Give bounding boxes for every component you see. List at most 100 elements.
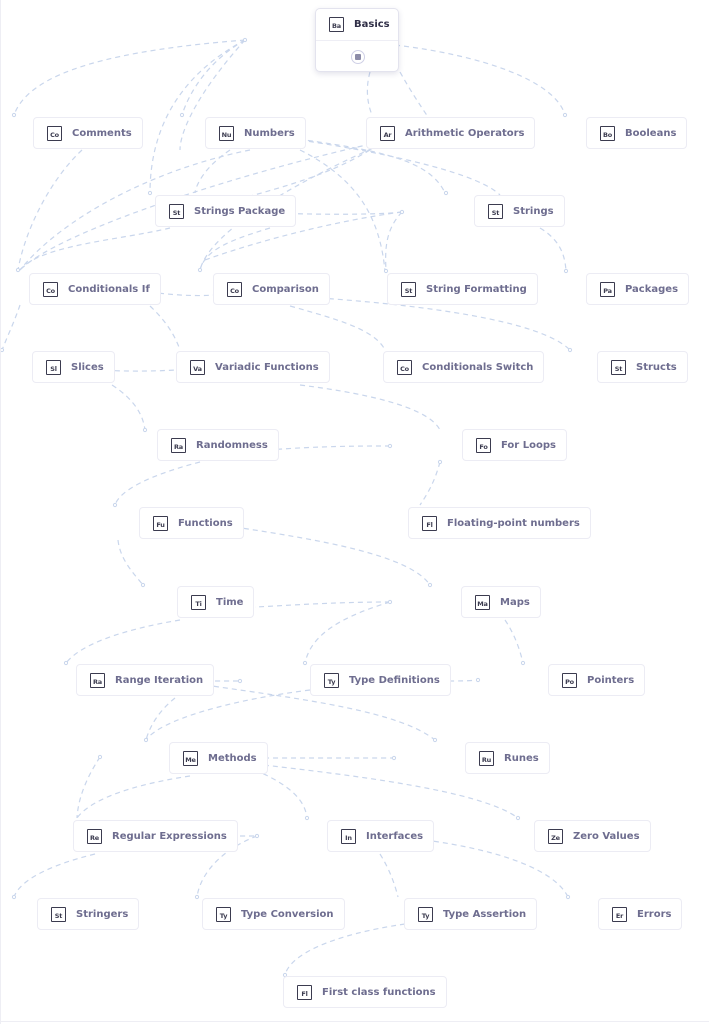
node-icon: Er <box>612 906 627 922</box>
connector-line <box>76 775 191 819</box>
node-icon: Co <box>43 281 58 297</box>
connector-endpoint <box>97 754 103 760</box>
node-label: Runes <box>504 752 539 764</box>
node-icon: Ze <box>548 828 563 844</box>
connector-line <box>379 853 399 898</box>
connector-line <box>17 149 83 271</box>
connector-line <box>284 923 406 976</box>
connector-line <box>299 384 441 431</box>
connector-line <box>145 697 176 741</box>
connector-line <box>319 297 571 351</box>
connector-line <box>394 44 566 116</box>
node-numbers[interactable]: Nu Numbers <box>205 117 306 149</box>
node-label: Slices <box>71 361 104 373</box>
node-randomness[interactable]: Ra Randomness <box>157 429 279 461</box>
node-icon: Re <box>87 828 102 844</box>
root-node-basics[interactable]: Ba Basics <box>315 8 399 72</box>
node-for-loops[interactable]: Fo For Loops <box>462 429 567 461</box>
connector-endpoint <box>565 894 571 900</box>
node-stringers[interactable]: St Stringers <box>37 898 140 930</box>
node-interfaces[interactable]: In Interfaces <box>327 820 435 852</box>
node-type-conversion[interactable]: Ty Type Conversion <box>202 898 345 930</box>
node-time[interactable]: Ti Time <box>177 586 255 618</box>
node-label: Regular Expressions <box>112 830 227 842</box>
connector-endpoint <box>237 678 243 684</box>
node-methods[interactable]: Me Methods <box>169 742 268 774</box>
node-icon: Ti <box>191 594 206 610</box>
connector-line <box>366 71 373 116</box>
node-icon: Ar <box>380 125 395 141</box>
connector-line <box>204 684 436 741</box>
node-packages[interactable]: Pa Packages <box>586 273 690 305</box>
connector-endpoint <box>11 894 17 900</box>
node-type-definitions[interactable]: Ty Type Definitions <box>310 664 451 696</box>
root-node-header: Ba Basics <box>316 9 398 41</box>
node-type-assertion[interactable]: Ty Type Assertion <box>404 898 538 930</box>
node-functions[interactable]: Fu Functions <box>139 507 244 539</box>
node-conditionals-if[interactable]: Co Conditionals If <box>29 273 161 305</box>
node-label: Comments <box>72 127 132 139</box>
node-label: Errors <box>637 908 672 920</box>
root-node-title: Basics <box>354 19 390 30</box>
node-label: Conditionals If <box>68 283 150 295</box>
node-runes[interactable]: Ru Runes <box>465 742 550 774</box>
node-label: Conditionals Switch <box>422 361 534 373</box>
node-icon: Sl <box>46 359 61 375</box>
node-comparison[interactable]: Co Comparison <box>213 273 330 305</box>
connector-line <box>299 149 386 272</box>
node-arithmetic-operators[interactable]: Ar Arithmetic Operators <box>366 117 536 149</box>
node-slices[interactable]: Sl Slices <box>32 351 115 383</box>
node-strings-package[interactable]: St Strings Package <box>155 195 297 227</box>
node-first-class-functions[interactable]: Fl First class functions <box>283 976 447 1008</box>
connector-endpoint <box>143 737 149 743</box>
connector-line <box>19 227 171 271</box>
node-icon: St <box>51 906 66 922</box>
connector-line <box>179 39 246 151</box>
node-icon: Ty <box>324 672 339 688</box>
connector-endpoint <box>142 427 148 433</box>
connector-endpoint <box>563 268 569 274</box>
node-icon: Co <box>227 281 242 297</box>
node-pointers[interactable]: Po Pointers <box>548 664 646 696</box>
node-strings[interactable]: St Strings <box>474 195 565 227</box>
node-icon: Va <box>190 359 205 375</box>
node-variadic-functions[interactable]: Va Variadic Functions <box>176 351 330 383</box>
node-icon: Fu <box>153 515 168 531</box>
connector-line <box>539 227 567 272</box>
connector-endpoint <box>387 443 393 449</box>
connector-endpoint <box>443 190 449 196</box>
node-comments[interactable]: Co Comments <box>33 117 143 149</box>
connector-endpoint <box>437 459 443 465</box>
node-icon: Fl <box>422 515 437 531</box>
connector-line <box>304 601 391 664</box>
connector-endpoint <box>11 112 17 118</box>
node-label: Strings Package <box>194 205 286 217</box>
connector-endpoint <box>515 815 521 821</box>
node-maps[interactable]: Ma Maps <box>461 586 541 618</box>
connector-line <box>261 211 403 215</box>
node-zero-values[interactable]: Ze Zero Values <box>534 820 651 852</box>
node-label: Type Definitions <box>349 674 440 686</box>
node-errors[interactable]: Er Errors <box>598 898 683 930</box>
connector-line <box>204 211 403 261</box>
node-range-iteration[interactable]: Ra Range Iteration <box>76 664 215 696</box>
node-icon: Po <box>562 672 577 688</box>
node-structs[interactable]: St Structs <box>597 351 688 383</box>
node-icon: Ma <box>475 594 490 610</box>
node-regular-expressions[interactable]: Re Regular Expressions <box>73 820 238 852</box>
node-booleans[interactable]: Bo Booleans <box>586 117 688 149</box>
node-floating-point-numbers[interactable]: Fl Floating-point numbers <box>408 507 591 539</box>
connector-line <box>13 853 96 898</box>
node-icon: Ty <box>216 906 231 922</box>
connector-line <box>254 763 519 819</box>
node-string-formatting[interactable]: St String Formatting <box>387 273 538 305</box>
connector-endpoint <box>567 347 573 353</box>
node-icon: Ty <box>418 906 433 922</box>
connector-line <box>76 756 101 819</box>
connection-handle[interactable] <box>351 50 365 64</box>
canvas-border-left <box>0 0 1 1024</box>
node-label: Packages <box>625 283 679 295</box>
node-label: Time <box>216 596 244 608</box>
node-conditionals-switch[interactable]: Co Conditionals Switch <box>383 351 545 383</box>
